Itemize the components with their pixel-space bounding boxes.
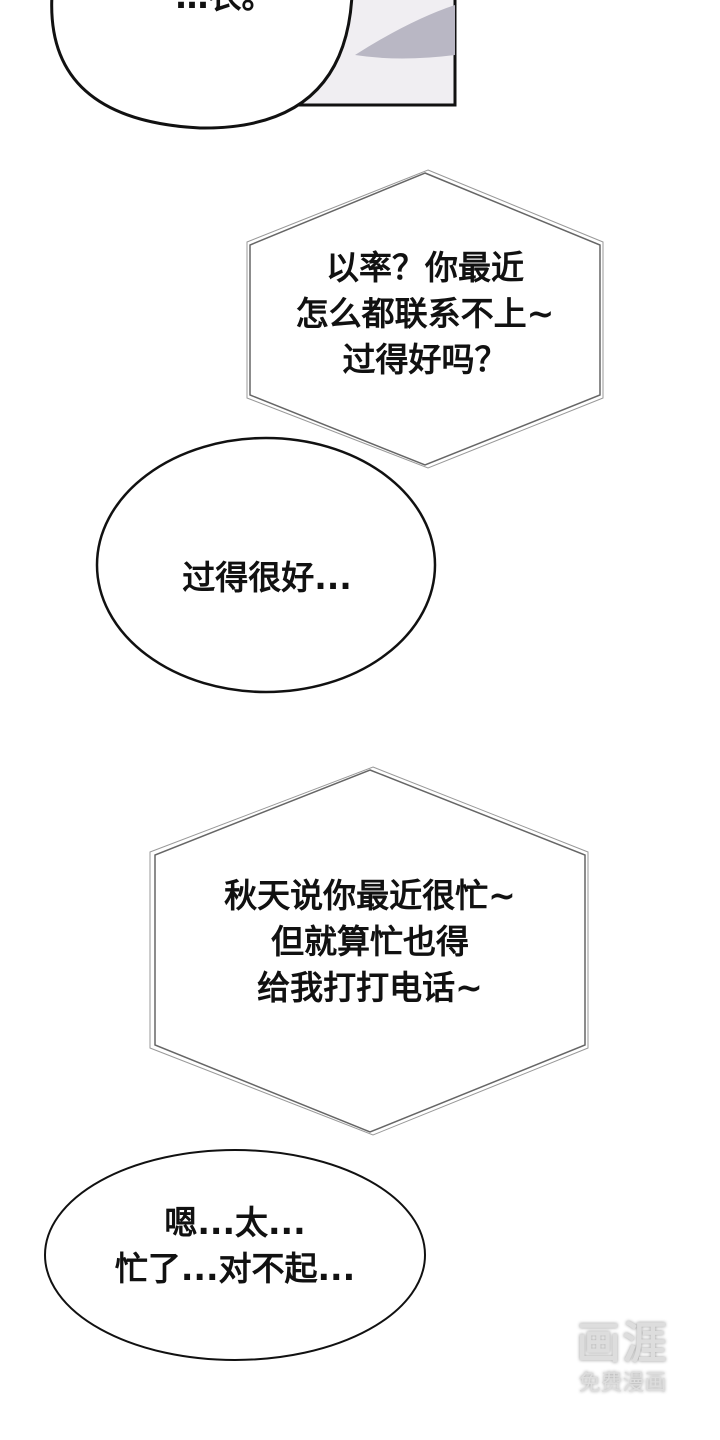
bubble-line: 但就算忙也得 (271, 922, 469, 961)
top-speech-bubble (50, 0, 354, 130)
hexagon-bubble-1-outline (246, 169, 604, 469)
bubble-4-text: 嗯...太... 忙了...对不起... (45, 1200, 425, 1292)
oval-bubble-4 (44, 1149, 426, 1361)
hexagon-bubble-3-outline (149, 766, 589, 1136)
oval-bubble-2 (95, 436, 437, 694)
hexagon-bubble-1 (249, 172, 601, 466)
bubble-line: 秋天说你最近很忙~ (224, 876, 516, 915)
bubble-line: 以率？你最近 (326, 248, 524, 287)
bubble-line: 过得很好... (182, 558, 352, 597)
bubble-line: 嗯...太... (164, 1203, 306, 1242)
bubble-2-text: 过得很好... (97, 555, 437, 601)
hexagon-bubble-3 (154, 769, 586, 1133)
panel-shadow-shape (355, 5, 455, 59)
bubble-line: 给我打打电话~ (257, 968, 483, 1007)
bubble-3-text: 秋天说你最近很忙~ 但就算忙也得 给我打打电话~ (155, 873, 585, 1011)
bubble-line: 忙了...对不起... (114, 1249, 356, 1288)
bubble-line: 过得好吗？ (342, 340, 508, 379)
bubble-line: 怎么都联系不上~ (295, 294, 555, 333)
watermark-logo-text: 画涯 (576, 1318, 669, 1369)
watermark-subtitle: 免费漫画 (578, 1371, 667, 1396)
top-bubble-text: …衣。 (100, 0, 350, 20)
bubble-1-text: 以率？你最近 怎么都联系不上~ 过得好吗？ (250, 245, 600, 383)
watermark-logo: 画涯 免费漫画 (560, 1318, 685, 1398)
